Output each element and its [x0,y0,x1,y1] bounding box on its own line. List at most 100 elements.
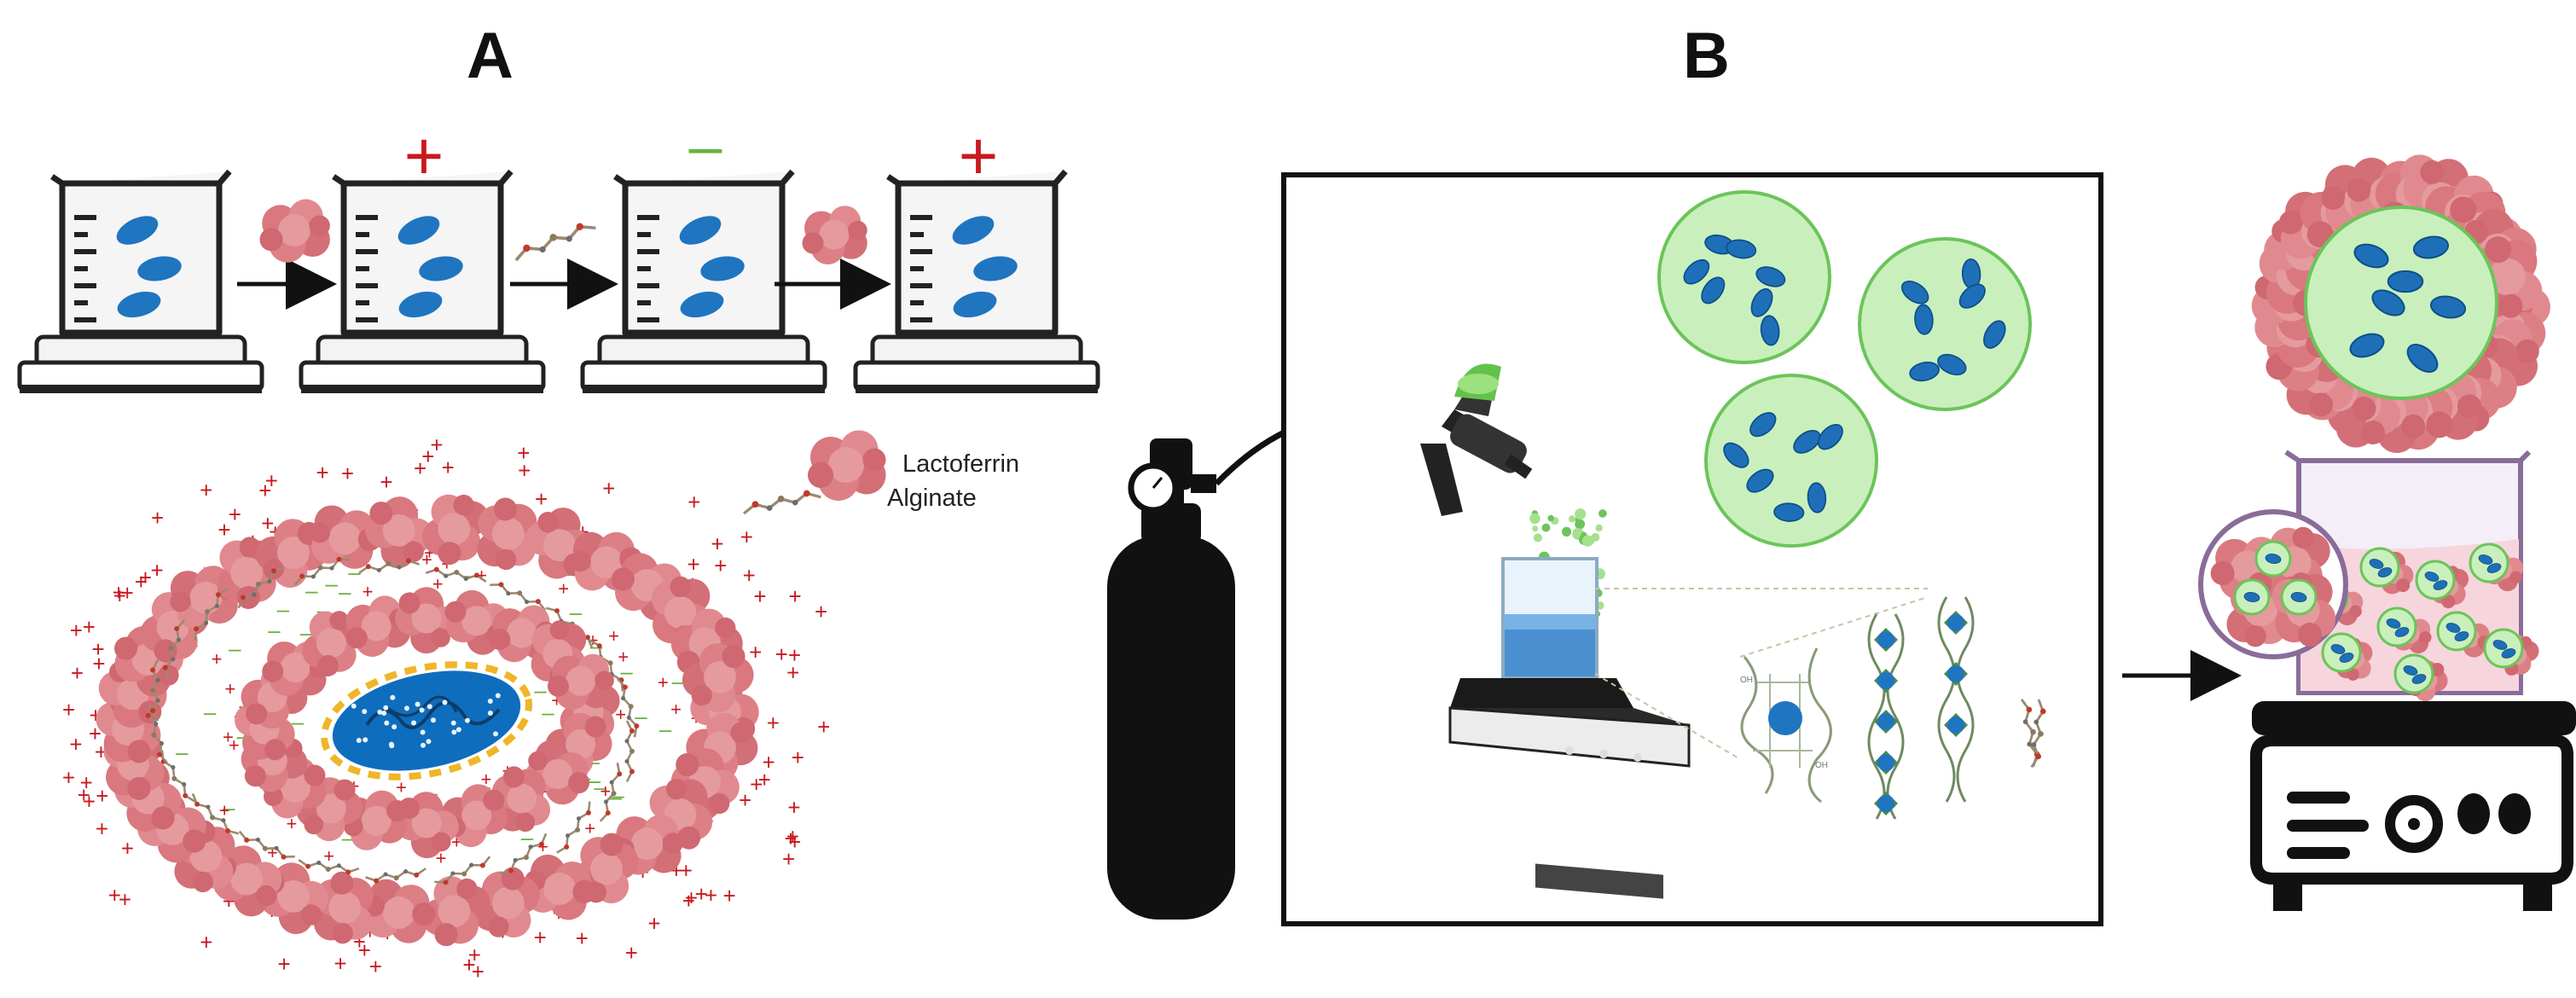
dna-dot [377,709,383,715]
dna-dot [493,731,499,737]
positive-charge: + [722,883,735,908]
positive-charge: + [78,782,90,808]
positive-charge: + [363,581,374,602]
dna-dot [362,709,368,715]
negative-charge: – [589,768,601,793]
positive-charge: + [70,618,83,643]
dna-dot [381,711,387,717]
positive-charge: + [782,846,795,872]
positive-charge: + [714,553,727,578]
positive-charge: + [200,478,212,503]
positive-charge: + [229,734,240,756]
coated-capsule [2237,145,2561,467]
alginate-chain [624,719,636,783]
dna-dot [392,724,397,730]
zoomed-capsule [2254,540,2292,577]
negative-charge: – [292,709,305,734]
positive-charge: + [121,836,134,862]
positive-charge: + [670,699,682,720]
positive-charge: + [739,787,751,813]
positive-charge: + [600,780,611,802]
positive-charge: + [316,460,328,485]
dna-dot [495,693,501,699]
svg-text:OH: OH [1740,676,1753,685]
dna-dot [351,703,357,709]
coated-microcapsule [2393,653,2455,707]
egg-box-junction: OH OH [1740,647,1832,804]
dna-dot [383,705,389,711]
lactoferrin-reagent-2 [802,206,867,264]
positive-charge: + [62,765,75,791]
dna-dot [363,737,368,743]
zoom-guide-lines [1594,588,1929,760]
dna-dot [389,743,395,749]
positive-charge: + [135,569,148,595]
calcium-alginate-chain [1937,596,1975,803]
positive-charge: + [96,783,108,809]
zoomed-capsule [2280,578,2318,616]
positive-charge: + [265,467,278,493]
negative-charge: – [635,704,647,729]
positive-charge: + [113,580,125,606]
positive-charge: + [421,549,432,571]
positive-charge: + [414,455,426,481]
dna-dot [426,739,432,745]
positive-charge: + [261,510,274,536]
coated-microcapsule [2376,606,2438,660]
positive-charge: + [584,817,595,838]
positive-charge: + [442,455,455,480]
droplet [1529,513,1540,525]
positive-charge: + [695,881,708,907]
positive-charge: + [229,502,241,527]
positive-charge: + [468,943,481,968]
coated-microcapsule [2469,543,2531,599]
negative-charge: – [339,579,351,605]
charge-sign-step-2: + [404,118,444,194]
positive-charge: + [430,432,443,458]
positive-charge: + [615,704,626,725]
droplet [1591,532,1600,542]
dna-dot [421,742,426,748]
legend-alginate-icon [740,485,823,518]
dna-dot [356,738,362,744]
positive-charge: + [775,641,788,667]
positive-charge: + [69,732,82,757]
alginate-reagent [510,216,599,265]
positive-charge: + [740,524,753,549]
positive-charge: + [83,614,96,640]
calcium-alginate-chain [1867,613,1905,820]
positive-charge: + [537,836,548,857]
positive-charge: + [369,954,382,979]
positive-charge: + [224,678,235,699]
positive-charge: + [534,925,547,950]
negative-charge: – [570,600,583,625]
positive-charge: + [113,583,126,608]
dna-dot [403,705,409,711]
positive-charge: + [788,583,801,609]
stirring-beaker [1501,557,1598,680]
central-bacterium [320,661,533,780]
positive-charge: + [685,885,698,910]
positive-charge: + [71,660,84,686]
zoom-circle [2198,509,2348,659]
positive-charge: + [618,646,629,667]
positive-charge: + [682,888,695,914]
positive-charge: + [758,767,771,792]
positive-charge: + [323,845,334,867]
magnetic-stirrer [1448,678,1691,899]
positive-charge: + [608,625,619,647]
crosslinked-alginate-chains [1867,596,1975,820]
droplet [1588,538,1595,544]
svg-text:OH: OH [1815,761,1828,770]
panel-b-label: B [1683,20,1730,92]
positive-charge: + [277,951,290,977]
positive-charge: + [602,475,615,501]
capsule [1657,190,1831,364]
droplet [1575,508,1587,520]
coated-microcapsule [2483,627,2546,683]
positive-charge: + [108,882,121,908]
negative-charge: – [176,739,189,764]
positive-charge: + [341,461,354,486]
dna-dot [465,717,471,723]
